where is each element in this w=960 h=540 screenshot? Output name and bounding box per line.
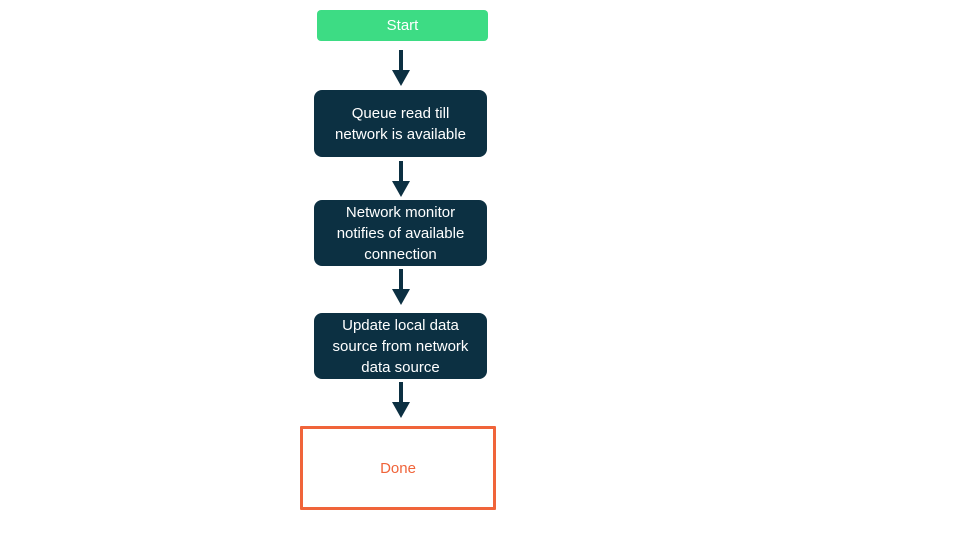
flow-node-queue-read: Queue read till network is available — [314, 90, 487, 157]
flow-node-done: Done — [300, 426, 496, 510]
arrow-down-icon — [392, 269, 410, 305]
flow-node-network-monitor: Network monitor notifies of available co… — [314, 200, 487, 266]
flow-node-update-local-data: Update local data source from network da… — [314, 313, 487, 379]
arrow-down-icon — [392, 382, 410, 418]
flow-node-start: Start — [317, 10, 488, 41]
arrow-down-icon — [392, 50, 410, 86]
arrow-down-icon — [392, 161, 410, 197]
